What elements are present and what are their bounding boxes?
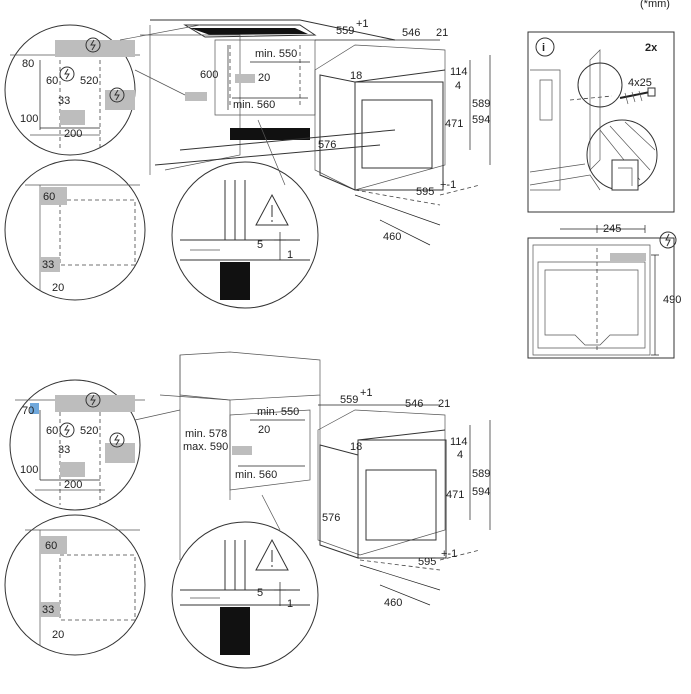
top-dim-min560: min. 560 bbox=[233, 99, 275, 111]
info-panel: i 2x 4x25 bbox=[527, 31, 675, 213]
bottom-oven-559: 559 bbox=[340, 394, 358, 406]
bottom-oven-546: 546 bbox=[405, 398, 423, 410]
top-dim-20: 20 bbox=[258, 72, 270, 84]
bottom-dim-min560: min. 560 bbox=[235, 469, 277, 481]
top-oven-559-sup: +1 bbox=[356, 18, 369, 30]
top-dim-200: 200 bbox=[64, 128, 82, 140]
bottom-oven: 559 +1 546 21 18 114 4 589 594 471 576 5… bbox=[317, 387, 490, 609]
bottom-dim-520: 520 bbox=[80, 425, 98, 437]
bottom-oven-559-sup: +1 bbox=[360, 387, 373, 399]
top-dim-80: 80 bbox=[22, 58, 34, 70]
dim-245: 245 bbox=[603, 223, 621, 235]
screw-size: 4x25 bbox=[628, 77, 652, 89]
bottom-power-icon-upper bbox=[85, 392, 101, 408]
bottom-power-icon-mid bbox=[59, 422, 75, 438]
top-oven-595: 595 bbox=[416, 186, 434, 198]
bottom-power-icon-right bbox=[109, 432, 125, 448]
dim-490: 490 bbox=[663, 294, 681, 306]
top-c-dim-1: 1 bbox=[287, 249, 293, 261]
bottom-oven-589: 589 bbox=[472, 468, 490, 480]
top-dim-520: 520 bbox=[80, 75, 98, 87]
top-detail-circle-gap: 5 1 bbox=[171, 161, 319, 309]
top-b-dim-20: 20 bbox=[52, 282, 64, 294]
top-detail-circle-corner: 60 33 20 bbox=[4, 159, 146, 301]
bottom-section: min. 578 max. 590 min. 550 20 min. 560 7… bbox=[4, 351, 490, 669]
top-power-icon-right bbox=[109, 87, 125, 103]
bottom-oven-114: 114 bbox=[450, 436, 468, 448]
power-symbol-icon bbox=[659, 231, 677, 249]
unit-note: (*mm) bbox=[640, 0, 670, 10]
info-symbol: i bbox=[542, 42, 545, 54]
top-detail-circle-sockets: 80 60 520 33 100 200 bbox=[4, 24, 140, 156]
top-b-dim-33: 33 bbox=[42, 259, 54, 271]
socket-panel: 245 490 bbox=[527, 223, 681, 359]
top-power-icon-upper bbox=[85, 37, 101, 53]
bottom-highlight-70 bbox=[30, 403, 39, 414]
bottom-c-dim-1: 1 bbox=[287, 598, 293, 610]
bottom-oven-576: 576 bbox=[322, 512, 340, 524]
top-oven-18: 18 bbox=[350, 70, 362, 82]
bottom-detail-circle-corner: 60 33 20 bbox=[4, 514, 146, 656]
top-dim-33: 33 bbox=[58, 95, 70, 107]
bottom-dim-33: 33 bbox=[58, 444, 70, 456]
top-oven-546: 546 bbox=[402, 27, 420, 39]
bottom-oven-594: 594 bbox=[472, 486, 490, 498]
top-oven-460: 460 bbox=[383, 231, 401, 243]
bottom-dim-min578: min. 578 bbox=[185, 428, 227, 440]
count-label: 2x bbox=[645, 42, 658, 54]
bottom-dim-min550: min. 550 bbox=[257, 406, 299, 418]
bottom-dim-max590: max. 590 bbox=[183, 441, 228, 453]
top-oven-576: 576 bbox=[318, 139, 336, 151]
bottom-detail-circle-gap: 5 1 bbox=[171, 521, 319, 669]
bottom-dim-200: 200 bbox=[64, 479, 82, 491]
bottom-c-dim-5: 5 bbox=[257, 587, 263, 599]
top-oven-594: 594 bbox=[472, 114, 490, 126]
bottom-dim-60: 60 bbox=[46, 425, 58, 437]
bottom-dim-20: 20 bbox=[258, 424, 270, 436]
bottom-b-dim-20: 20 bbox=[52, 629, 64, 641]
top-oven-471: 471 bbox=[445, 118, 463, 130]
bottom-dim-100: 100 bbox=[20, 464, 38, 476]
top-dim-min550: min. 550 bbox=[255, 48, 297, 60]
screw-icon bbox=[619, 87, 656, 105]
top-section: 600 min. 550 20 min. 560 80 60 520 33 10… bbox=[4, 18, 490, 309]
top-c-dim-5: 5 bbox=[257, 239, 263, 251]
bottom-oven-18: 18 bbox=[350, 441, 362, 453]
top-oven-595-sup: +-1 bbox=[440, 179, 456, 191]
bottom-oven-595: 595 bbox=[418, 556, 436, 568]
bottom-oven-471: 471 bbox=[446, 489, 464, 501]
top-oven-114: 114 bbox=[450, 66, 468, 78]
bottom-b-dim-60: 60 bbox=[45, 540, 57, 552]
top-dim-100: 100 bbox=[20, 113, 38, 125]
zoom-circle-screw bbox=[577, 62, 623, 108]
bottom-oven-595-sup: +-1 bbox=[441, 548, 457, 560]
bottom-detail-circle-sockets: 70 60 520 33 100 200 bbox=[9, 379, 145, 511]
top-oven-21: 21 bbox=[436, 27, 448, 39]
bottom-oven-460: 460 bbox=[384, 597, 402, 609]
top-b-dim-60: 60 bbox=[43, 191, 55, 203]
top-oven: 559 +1 546 21 18 114 4 589 594 471 576 5… bbox=[314, 18, 490, 246]
bottom-dim-70: 70 bbox=[22, 405, 34, 417]
info-icon bbox=[535, 37, 555, 57]
top-socket-upper bbox=[55, 40, 135, 57]
top-oven-559: 559 bbox=[336, 25, 354, 37]
top-dim-600: 600 bbox=[200, 69, 218, 81]
top-oven-4: 4 bbox=[455, 80, 461, 92]
top-dim-60: 60 bbox=[46, 75, 58, 87]
bottom-cabinet-niche bbox=[229, 409, 311, 491]
socket-zone bbox=[610, 253, 646, 261]
vent-strip bbox=[230, 128, 310, 140]
bottom-oven-21: 21 bbox=[438, 398, 450, 410]
top-power-icon-mid bbox=[59, 66, 75, 82]
top-oven-589: 589 bbox=[472, 98, 490, 110]
bottom-b-dim-33: 33 bbox=[42, 604, 54, 616]
bottom-oven-4: 4 bbox=[457, 449, 463, 461]
